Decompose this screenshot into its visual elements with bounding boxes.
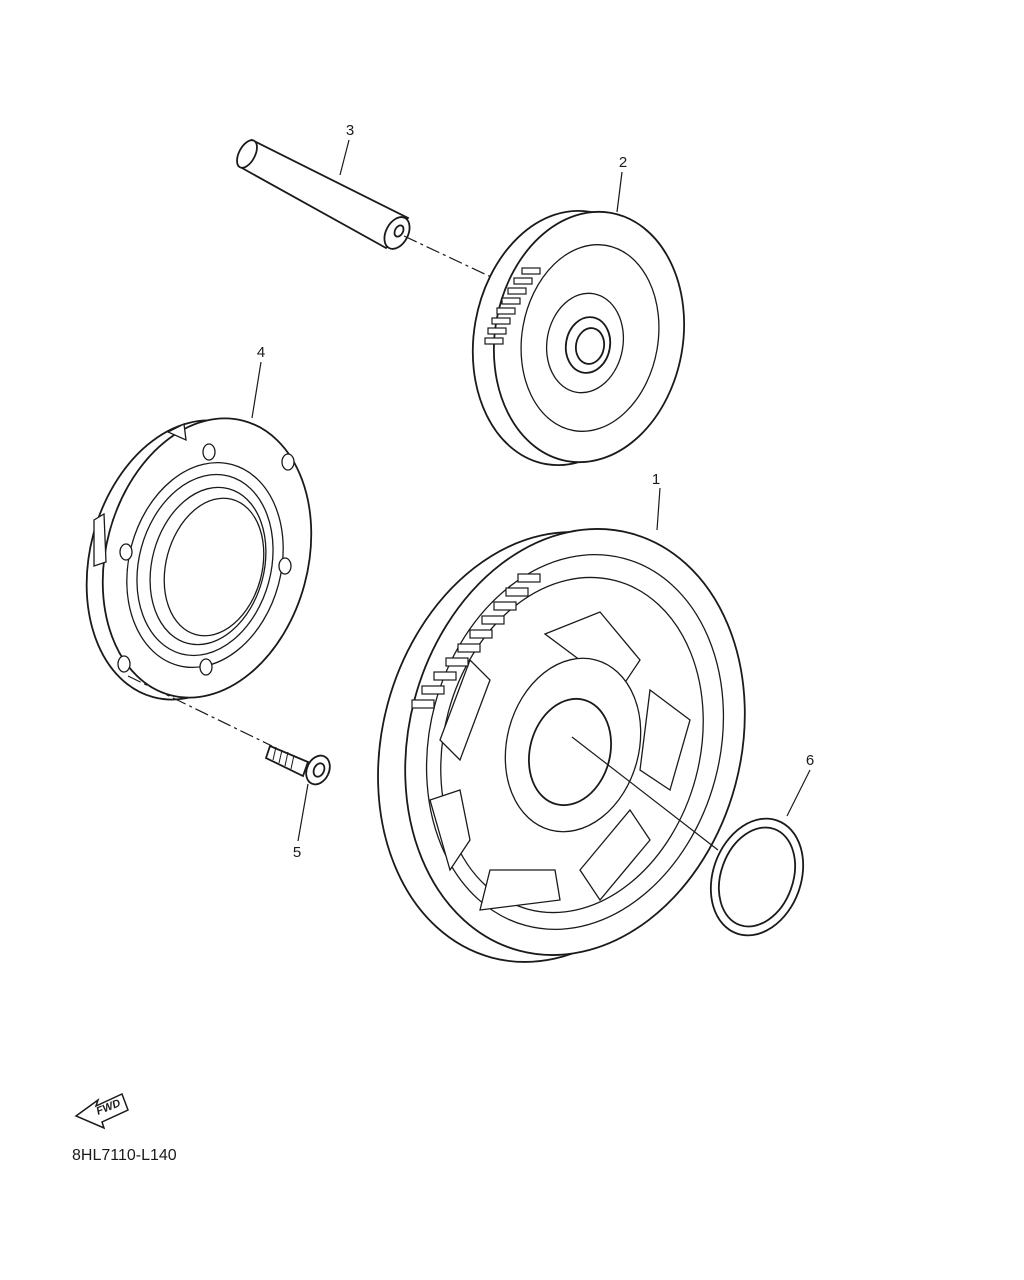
callout-2: 2	[619, 154, 627, 171]
part-1-wheel-gear[interactable]	[331, 490, 791, 1000]
gear-teeth-2	[484, 267, 541, 345]
fwd-arrow-icon: FWD	[74, 1092, 129, 1130]
part-5-bolt[interactable]	[264, 744, 334, 788]
gear-teeth-1	[411, 573, 541, 709]
callout-4: 4	[257, 344, 265, 361]
callout-3: 3	[346, 122, 354, 139]
drawing-code: 8HL7110-L140	[72, 1147, 177, 1164]
centerline-4-5	[127, 675, 273, 747]
bolt-holes-4	[117, 443, 295, 676]
callout-leaders	[251, 139, 811, 842]
part-2-gear[interactable]	[453, 196, 703, 481]
part-4-clutch-assy[interactable]	[57, 395, 342, 723]
part-3-shaft[interactable]	[233, 137, 415, 253]
callout-5: 5	[293, 844, 301, 861]
part-6-washer[interactable]	[695, 806, 819, 949]
callout-1: 1	[652, 471, 660, 488]
bolt-threads-5	[272, 746, 295, 770]
callout-6: 6	[806, 752, 814, 769]
centerline-1-6	[571, 736, 719, 851]
